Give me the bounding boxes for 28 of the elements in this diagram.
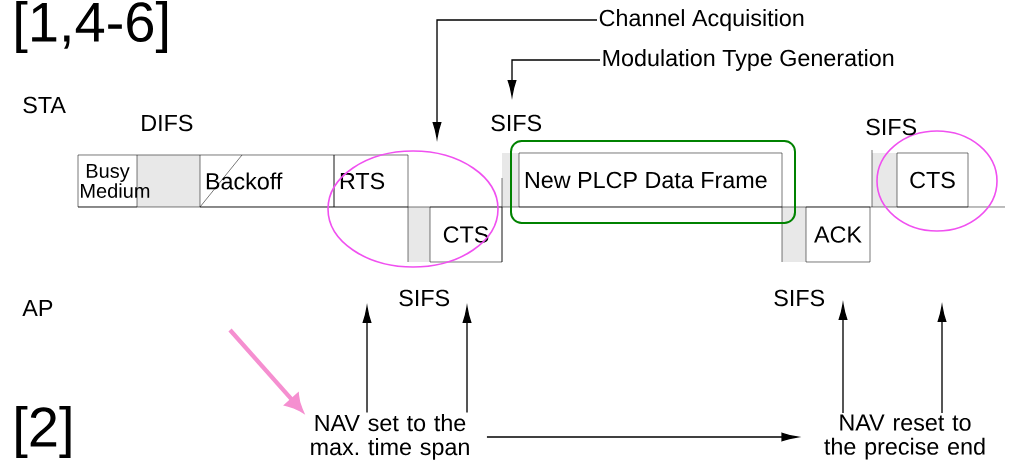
- annotation-text: NAV reset to the precise end: [824, 414, 985, 460]
- timing-label: DIFS: [142, 114, 193, 132]
- timing-label: SIFS: [866, 118, 917, 136]
- reference-tag: [1,4-6]: [16, 0, 168, 54]
- frame-label: ACK: [814, 226, 862, 243]
- timing-label: SIFS: [399, 289, 450, 307]
- annotation-text: Channel Acquisition: [599, 9, 804, 31]
- arrow: [486, 432, 798, 442]
- timing-label: SIFS: [774, 289, 825, 307]
- arrow: [432, 19, 598, 139]
- timing-label: SIFS: [491, 114, 542, 132]
- reference-tag: [2]: [16, 405, 71, 459]
- frame-label: New PLCP Data Frame: [525, 171, 767, 189]
- frame-label: Backoff: [206, 172, 283, 190]
- frame-label: Busy Medium: [81, 164, 150, 198]
- frame-label: CTS: [443, 226, 489, 243]
- arrow: [362, 306, 372, 414]
- frame-label: CTS: [910, 171, 955, 189]
- arrow: [507, 59, 601, 97]
- arrow: [838, 303, 848, 414]
- timing-label: STA: [23, 96, 66, 114]
- arrow: [937, 305, 947, 414]
- arrow: [462, 306, 472, 414]
- annotation-text: Modulation Type Generation: [603, 49, 894, 71]
- annotation-text: NAV set to the max. time span: [311, 414, 469, 460]
- frame-label: RTS: [340, 172, 385, 190]
- arrow: [228, 328, 303, 412]
- timing-label: AP: [22, 299, 53, 316]
